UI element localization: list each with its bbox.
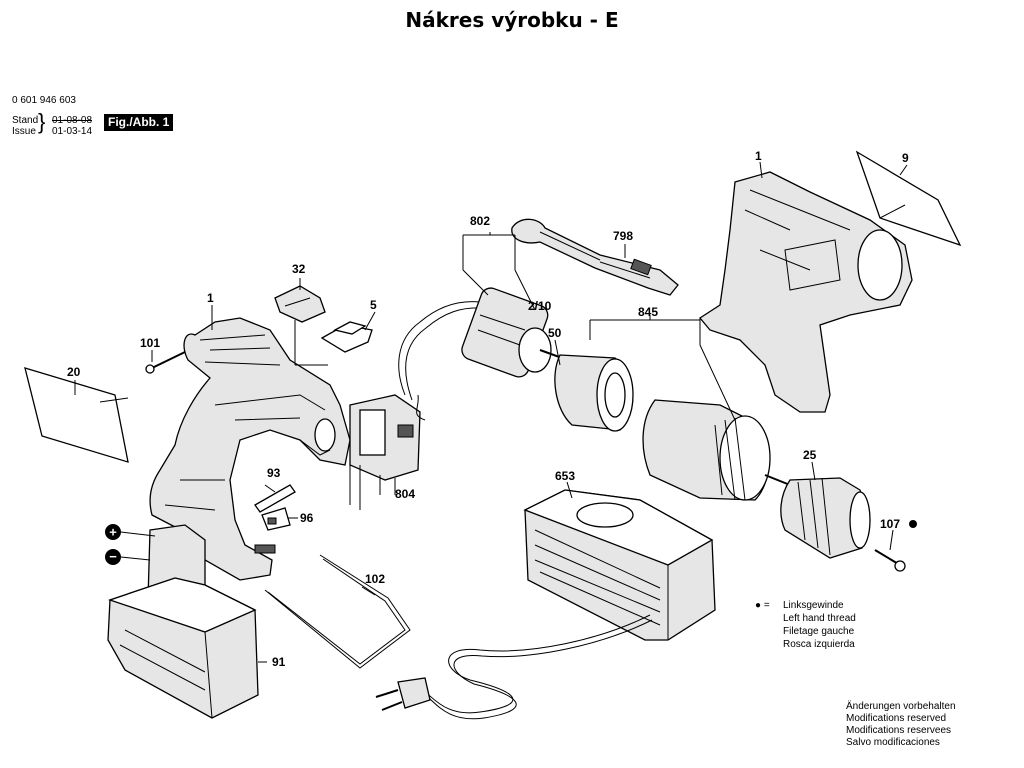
slider-5 xyxy=(320,321,373,353)
label-part-802: 802 xyxy=(470,214,490,228)
legend-bullet: ● = xyxy=(755,600,770,611)
label-part-102: 102 xyxy=(365,572,385,586)
mods-line-es: Salvo modificaciones xyxy=(846,737,940,748)
label-part-653: 653 xyxy=(555,469,575,483)
cap-32 xyxy=(274,285,326,323)
label-part-50: 50 xyxy=(548,326,562,340)
left-thread-dot-icon xyxy=(909,520,917,528)
battery-91 xyxy=(107,524,259,719)
charger-653 xyxy=(523,489,716,641)
page-title: Nákres výrobku - E xyxy=(405,8,619,32)
battery-terminal-icons xyxy=(105,524,156,565)
plus-icon: + xyxy=(109,525,117,540)
mods-line-en: Modifications reserved xyxy=(846,713,947,724)
screw-107 xyxy=(874,549,906,572)
label-part-107: 107 xyxy=(880,517,900,531)
label-part-1-right: 1 xyxy=(755,149,762,163)
part-93 xyxy=(254,484,296,513)
label-part-101: 101 xyxy=(140,336,160,350)
drill-housing-left xyxy=(149,317,351,581)
label-part-2-10: 2/10 xyxy=(528,299,552,313)
power-cord xyxy=(375,614,653,720)
legend-line-en: Left hand thread xyxy=(783,613,856,624)
issue-label: Issue xyxy=(12,126,36,137)
minus-icon: − xyxy=(109,549,117,564)
switch-804 xyxy=(349,394,421,510)
mods-line-fr: Modifications reservees xyxy=(846,725,952,736)
part-96 xyxy=(261,507,291,531)
modifications-note: Änderungen vorbehalten Modifications res… xyxy=(846,701,956,749)
strap-798 xyxy=(511,218,679,296)
stand-date: 01-08-08 xyxy=(52,115,93,126)
legend-line-de: Linksgewinde xyxy=(783,600,844,611)
stand-label: Stand xyxy=(12,115,39,126)
legend-line-es: Rosca izquierda xyxy=(783,639,855,650)
issue-date: 01-03-14 xyxy=(52,126,93,137)
label-part-1-left: 1 xyxy=(207,291,214,305)
label-sticker-20 xyxy=(24,367,129,463)
label-part-96: 96 xyxy=(300,511,314,525)
ring-gear-50 xyxy=(554,354,634,432)
label-part-93: 93 xyxy=(267,466,281,480)
legend-line-fr: Filetage gauche xyxy=(783,626,855,637)
part-number: 0 601 946 603 xyxy=(12,95,76,106)
label-part-20: 20 xyxy=(67,365,81,379)
legend: ● = Linksgewinde Left hand thread Fileta… xyxy=(755,599,856,651)
screw-101 xyxy=(145,351,186,374)
gearbox-845 xyxy=(642,399,791,501)
label-part-9: 9 xyxy=(902,151,909,165)
leader-lines xyxy=(74,161,908,663)
label-part-798: 798 xyxy=(613,229,633,243)
label-part-5: 5 xyxy=(370,298,377,312)
figure-label: Fig./Abb. 1 xyxy=(104,114,174,131)
label-part-32: 32 xyxy=(292,262,306,276)
label-sticker-9 xyxy=(855,150,962,247)
brace-icon: } xyxy=(38,109,46,134)
label-part-25: 25 xyxy=(803,448,817,462)
label-part-845: 845 xyxy=(638,305,658,319)
chuck-25 xyxy=(780,477,871,559)
label-part-91: 91 xyxy=(272,655,286,669)
label-part-804: 804 xyxy=(395,487,415,501)
clip-102 xyxy=(264,554,411,669)
mods-line-de: Änderungen vorbehalten xyxy=(846,701,956,712)
drill-housing-right xyxy=(699,171,913,413)
